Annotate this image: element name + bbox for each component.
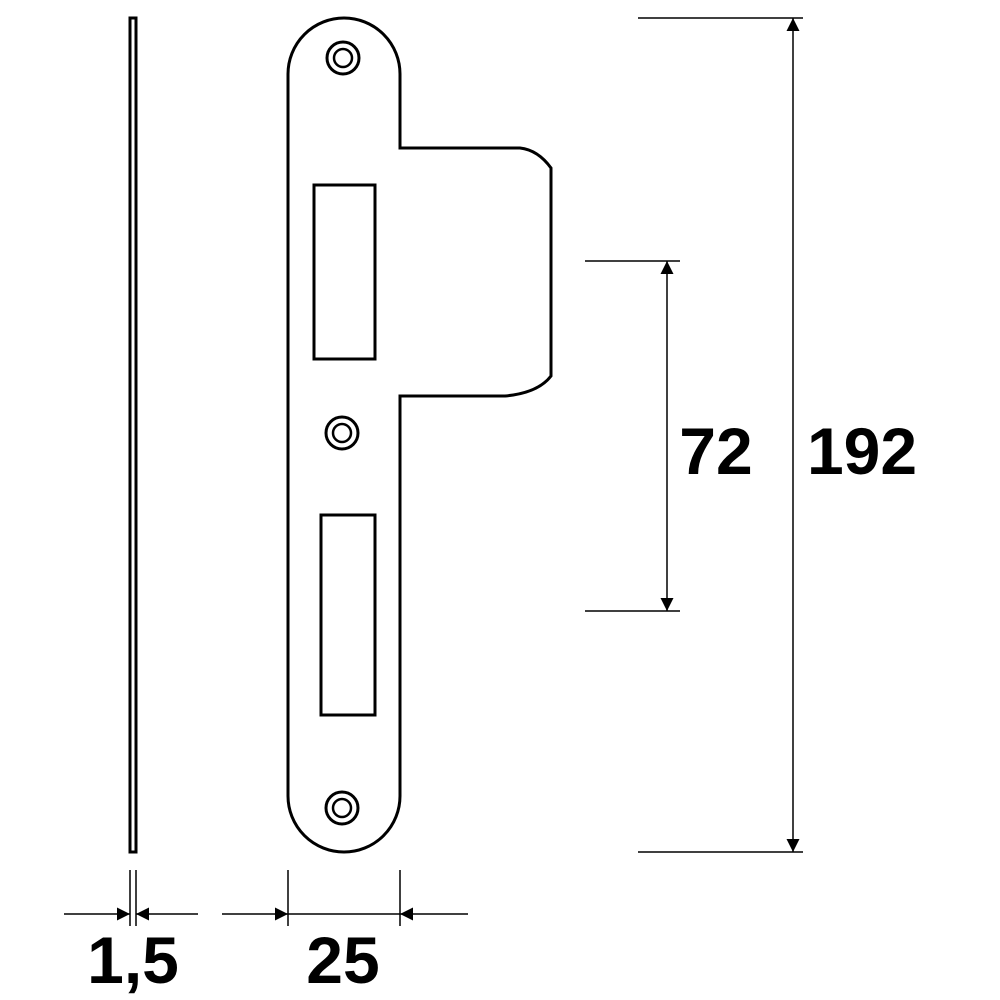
latch-opening	[312, 183, 377, 361]
bottom-screw-hole	[324, 790, 360, 826]
plate-side-view	[128, 16, 138, 854]
middle-screw-hole	[324, 415, 360, 451]
thickness-dimension: 1,5	[64, 870, 198, 997]
top-screw-hole	[325, 40, 361, 76]
thickness-label: 1,5	[87, 923, 179, 997]
height-dimension: 192	[638, 17, 917, 853]
height-label: 192	[807, 414, 917, 488]
plate-outline	[286, 16, 553, 854]
width-dimension: 25	[222, 870, 468, 997]
width-label: 25	[306, 923, 379, 997]
opening-distance-dimension: 72	[585, 260, 753, 612]
bolt-opening	[319, 513, 377, 717]
distance-label: 72	[679, 414, 752, 488]
